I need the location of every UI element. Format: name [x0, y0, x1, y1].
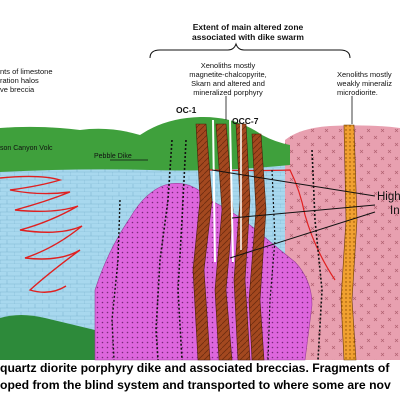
label-pebble-dike: Pebble Dike: [94, 153, 132, 160]
left-note-line3: ve breccia: [0, 85, 35, 94]
red-breccia-trace: [0, 175, 83, 293]
label-canyon-volc: son Canyon Volc: [0, 145, 53, 152]
center-note-line4: mineralized porphyry: [193, 88, 263, 97]
dike-3: [233, 123, 251, 361]
right-note-line1: Xenoliths mostly: [337, 70, 392, 79]
center-note-line2: magnetite-chalcopyrite,: [189, 70, 267, 79]
zone-brace: [149, 42, 351, 59]
zone-title-line1: Extent of main altered zone: [193, 22, 304, 32]
label-high-1: High: [377, 191, 400, 203]
figure-caption: quartz diorite porphyry dike and associa…: [0, 360, 400, 400]
pink-intrusive-unit: [285, 125, 400, 360]
dike-2: [214, 123, 234, 361]
dike-4: [248, 133, 267, 361]
label-occ7: OCC-7: [232, 116, 259, 126]
breccia-trace-1: [155, 139, 173, 361]
left-note-line2: ration halos: [0, 76, 39, 85]
caption-line1: quartz diorite porphyry dike and associa…: [0, 361, 390, 375]
center-note-line3: Skarn and altered and: [191, 79, 265, 88]
orange-dike: [340, 124, 358, 361]
breccia-trace-4: [311, 149, 323, 361]
breccia-trace-3: [111, 199, 121, 361]
drill-hole-occ7: [229, 119, 234, 263]
zone-title-line2: associated with dike swarm: [192, 32, 304, 42]
drill-hole-oc1: [212, 119, 216, 263]
center-note-line1: Xenoliths mostly: [201, 61, 256, 70]
label-oc1: OC-1: [176, 105, 197, 115]
right-note-line3: microdiorite.: [337, 88, 378, 97]
high-pointer-1: [211, 169, 376, 197]
breccia-trace-5: [267, 169, 276, 361]
right-note-line2: weakly mineraliz: [336, 79, 392, 88]
high-pointer-2: [231, 204, 376, 219]
high-pointer-3: [229, 211, 376, 259]
lower-green-unit: [0, 315, 95, 360]
label-high-2: In: [390, 205, 400, 217]
caption-line2: oped from the blind system and transport…: [0, 378, 391, 392]
breccia-trace-2: [177, 139, 187, 361]
left-note-line1: nts of limestone: [0, 67, 53, 76]
dike-1: [192, 123, 213, 361]
